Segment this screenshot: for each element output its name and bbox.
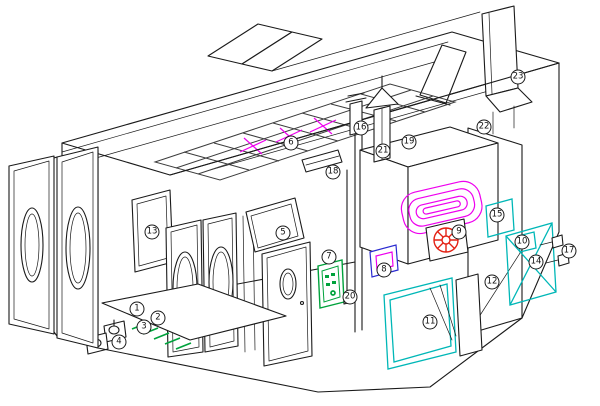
- callout-11: 11: [422, 314, 438, 330]
- callout-6: 6: [283, 135, 299, 151]
- callout-12: 12: [484, 274, 500, 290]
- callout-10: 10: [514, 234, 530, 250]
- exhaust-stack-tall: [481, 5, 533, 135]
- personnel-door: [261, 241, 313, 367]
- entry-doors-open: [8, 146, 99, 349]
- callout-7: 7: [321, 249, 337, 265]
- callout-8: 8: [376, 262, 392, 278]
- callout-13: 13: [144, 224, 160, 240]
- callout-23: 23: [510, 69, 526, 85]
- callout-1: 1: [129, 301, 145, 317]
- conduit-riser: [343, 169, 353, 305]
- ceiling-filter-grid: [153, 83, 457, 181]
- callout-14: 14: [528, 254, 544, 270]
- callout-19: 19: [401, 134, 417, 150]
- callout-4: 4: [111, 334, 127, 350]
- floor-grating: [101, 283, 287, 341]
- callout-15: 15: [489, 207, 505, 223]
- roof-filter-cutaway: [207, 11, 481, 72]
- callout-3: 3: [136, 319, 152, 335]
- ceiling-light-fixture: [301, 149, 343, 173]
- filter-mesh-blue: [455, 273, 483, 357]
- callout-16: 16: [353, 120, 369, 136]
- callout-17: 17: [561, 243, 577, 259]
- callout-20: 20: [342, 289, 358, 305]
- corner-light-fixture: [245, 197, 305, 253]
- callout-18: 18: [325, 164, 341, 180]
- control-panel: [317, 259, 345, 309]
- callout-2: 2: [150, 310, 166, 326]
- exhaust-duct-grille: [415, 44, 467, 106]
- callout-5: 5: [275, 225, 291, 241]
- callout-9: 9: [451, 224, 467, 240]
- intake-box: [383, 277, 457, 370]
- callout-21: 21: [375, 143, 391, 159]
- callout-22: 22: [476, 119, 492, 135]
